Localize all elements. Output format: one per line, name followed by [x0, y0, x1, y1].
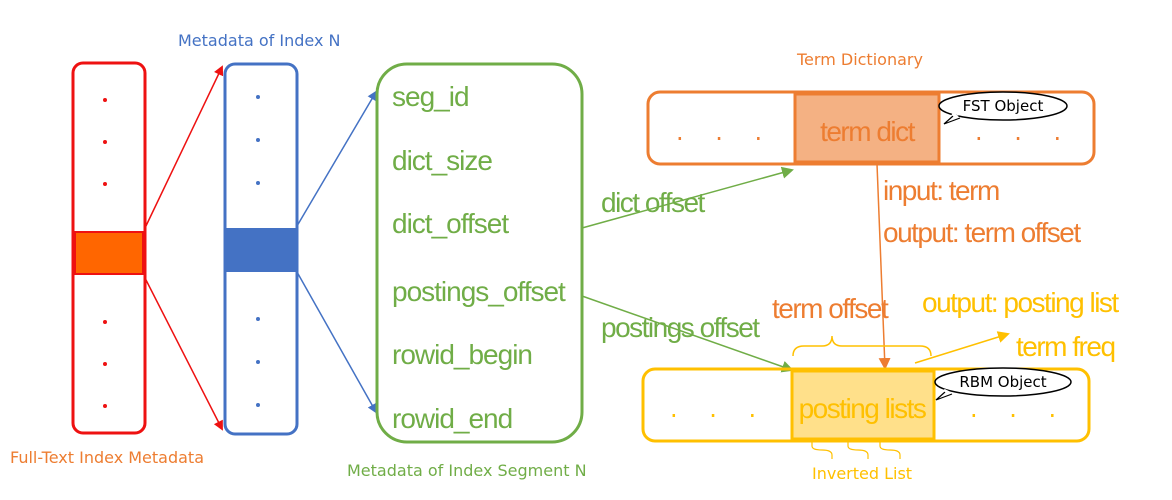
selected-index-slot [74, 231, 144, 275]
full-text-index-metadata-label: Full-Text Index Metadata [10, 448, 204, 467]
segment-metadata-label: Metadata of Index Segment N [347, 461, 587, 480]
field-dict-size: dict_size [392, 145, 492, 176]
dict-offset-label: dict offset [601, 187, 706, 218]
dict-offset-arrow [581, 166, 794, 229]
term-lookup-arrow [876, 163, 891, 370]
inverted-list-brackets [811, 441, 901, 459]
field-dict-offset: dict_offset [392, 208, 509, 239]
term-offset-label: term offset [772, 293, 889, 324]
term-dictionary-box [646, 90, 1096, 166]
fst-object-label: FST Object [963, 97, 1044, 115]
posting-lists-left-dots: . . . [670, 395, 768, 423]
posting-output-arrow [914, 331, 1010, 364]
rbm-object-bubble: RBM Object [934, 367, 1072, 401]
term-dict-cell [793, 92, 941, 164]
index-metadata-label: Metadata of Index N [178, 31, 340, 50]
term-dict-right-dots: . . . [975, 118, 1073, 146]
red-arrow-bottom [144, 277, 223, 431]
field-rowid-begin: rowid_begin [392, 339, 532, 370]
posting-lists-cell [790, 369, 936, 441]
postings-offset-label: postings offset [601, 312, 760, 343]
field-seg-id: seg_id [392, 81, 469, 112]
output-term-offset-label: output: term offset [883, 217, 1081, 248]
blue-arrow-bottom [296, 271, 377, 414]
red-arrow-top [144, 65, 224, 229]
field-postings-offset: postings_offset [392, 276, 566, 307]
full-text-index-metadata-column [71, 61, 147, 435]
term-dict-label: term dict [820, 116, 916, 147]
blue-arrow-top [296, 90, 378, 227]
posting-lists-right-dots: . . . [970, 395, 1068, 423]
field-rowid-end: rowid_end [392, 403, 512, 434]
term-dictionary-label: Term Dictionary [796, 50, 923, 69]
inverted-list-label: Inverted List [812, 464, 912, 483]
term-freq-label: term freq [1016, 331, 1115, 362]
posting-lists-label: posting lists [799, 393, 926, 424]
segment-metadata-box [375, 62, 584, 444]
input-term-label: input: term [883, 175, 999, 206]
selected-segment-slot [226, 228, 296, 272]
term-offset-brace [792, 335, 932, 357]
output-posting-list-label: output: posting list [922, 287, 1119, 318]
term-dict-left-dots: . . . [676, 118, 774, 146]
rbm-object-label: RBM Object [959, 373, 1046, 391]
index-metadata-column [223, 62, 299, 436]
posting-lists-box [641, 367, 1091, 443]
fst-object-bubble: FST Object [938, 91, 1068, 125]
postings-offset-arrow [581, 295, 794, 373]
